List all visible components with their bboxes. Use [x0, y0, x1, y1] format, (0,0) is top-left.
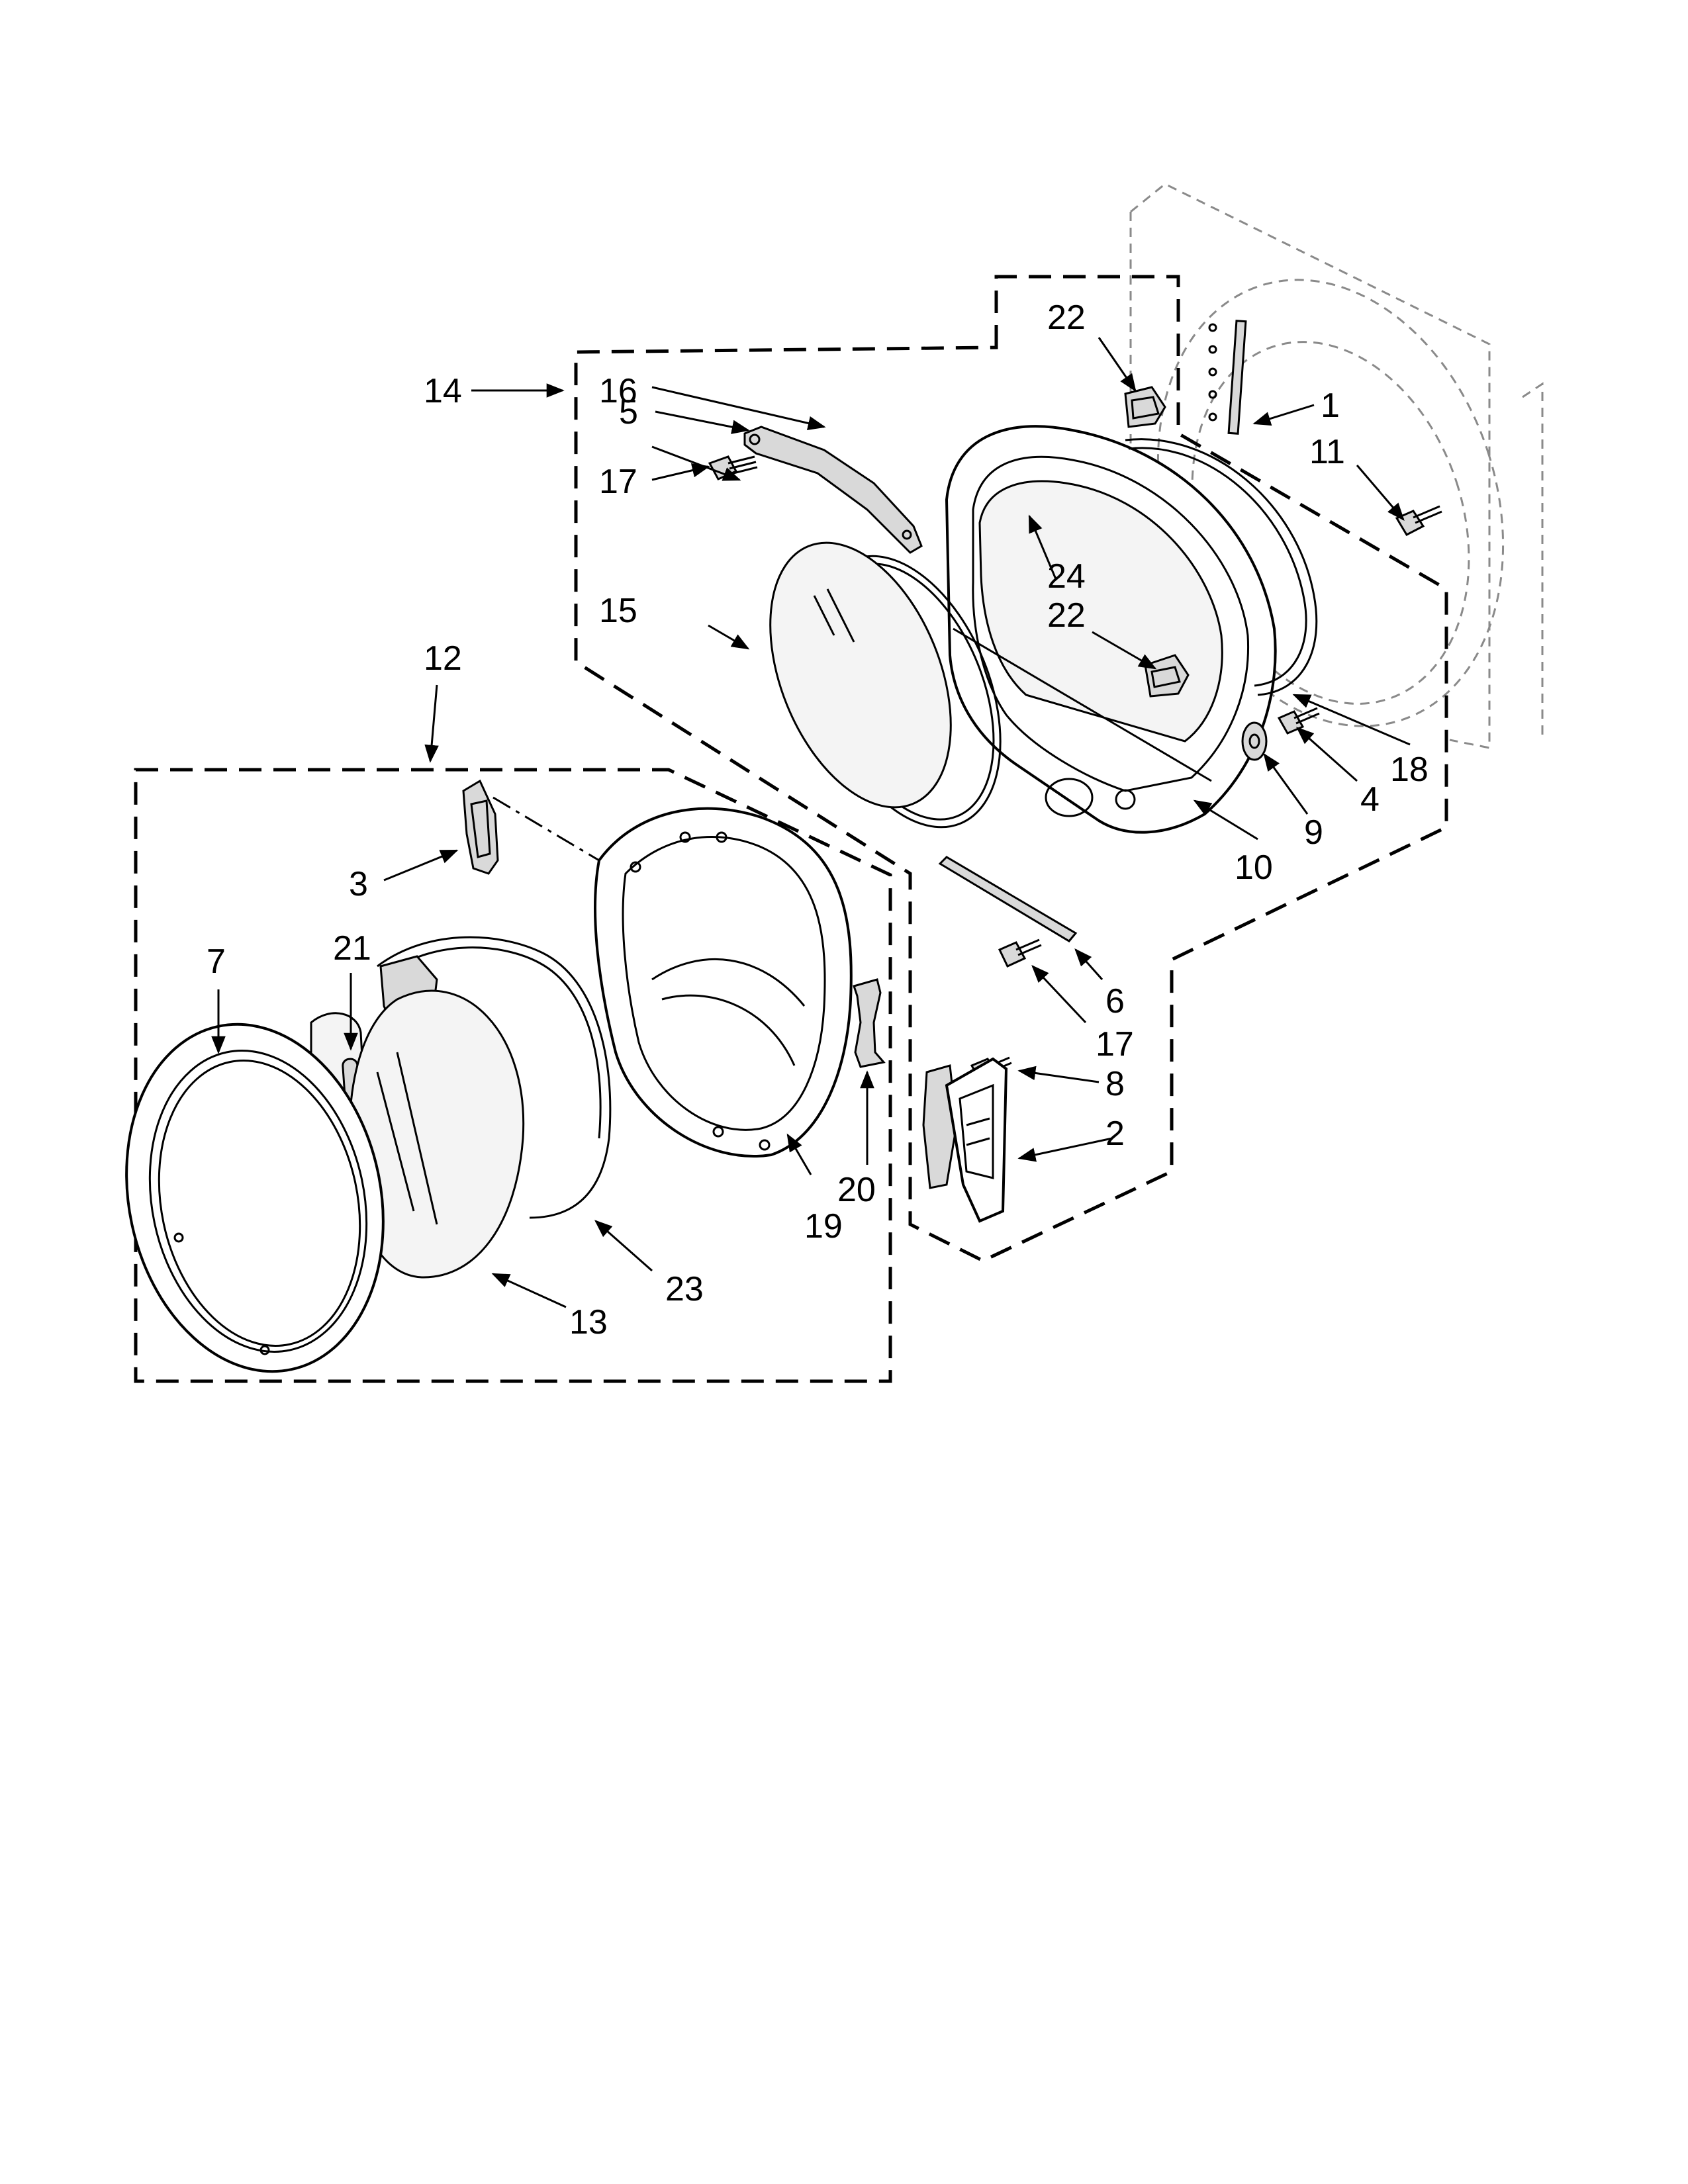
- part-7-outer-ring: [125, 1023, 385, 1373]
- callout-11: 11: [1309, 433, 1345, 471]
- callout-12: 12: [424, 639, 462, 678]
- callout-1: 1: [1321, 387, 1340, 425]
- group-outline-12: [134, 768, 892, 1383]
- callout-13: 13: [569, 1303, 608, 1342]
- part-9-washer: [1241, 721, 1268, 761]
- callout-9: 9: [1304, 813, 1323, 852]
- part-3-latch-cover: [462, 779, 499, 875]
- callout-2: 2: [1105, 1115, 1125, 1153]
- callout-18: 18: [1390, 751, 1429, 789]
- callout-8: 8: [1105, 1065, 1125, 1103]
- part-6-trim-strip: [938, 856, 1078, 942]
- callout-5: 5: [619, 393, 638, 432]
- part-19-outer-frame: [594, 807, 853, 1158]
- part-18-gasket: [1125, 438, 1318, 696]
- callout-17-upper: 17: [599, 463, 637, 501]
- callout-14: 14: [424, 372, 462, 410]
- callout-4: 4: [1360, 780, 1380, 819]
- leader-lines: [211, 337, 1411, 1308]
- callout-21: 21: [333, 929, 371, 968]
- part-5-hinge-bracket: [743, 426, 923, 554]
- part-1-strike: [1208, 320, 1247, 435]
- callout-6: 6: [1105, 982, 1125, 1021]
- part-10-inner-frame: [945, 425, 1277, 834]
- part-11-screw: [1395, 505, 1442, 536]
- callout-24: 24: [1047, 557, 1086, 596]
- part-20-hinge-support: [853, 978, 886, 1068]
- callout-3: 3: [349, 865, 368, 903]
- part-17-screw-lower: [998, 938, 1042, 968]
- callout-20: 20: [837, 1171, 876, 1209]
- callout-17-lower: 17: [1096, 1025, 1134, 1064]
- part-22-upper-bumper: [1124, 386, 1166, 428]
- callout-23: 23: [665, 1270, 704, 1308]
- part-13-outer-glass: [348, 989, 525, 1279]
- callout-7: 7: [207, 942, 226, 981]
- part-15-inner-glass: [769, 541, 952, 809]
- alignment-line: [492, 796, 600, 862]
- callout-15: 15: [599, 592, 637, 630]
- group-outline-14: [574, 275, 1448, 1263]
- callout-22-upper: 22: [1047, 298, 1086, 337]
- callout-19: 19: [804, 1207, 843, 1246]
- callout-16: 16: [599, 372, 637, 410]
- callout-labels: 22 1 5 17 11 14 16 24 22 15 18 4 9 10 12…: [207, 298, 1429, 1342]
- callout-10: 10: [1235, 848, 1273, 887]
- part-17-screw-upper: [708, 455, 758, 480]
- callout-22-lower: 22: [1047, 596, 1086, 635]
- part-2-hinge: [922, 1057, 1008, 1223]
